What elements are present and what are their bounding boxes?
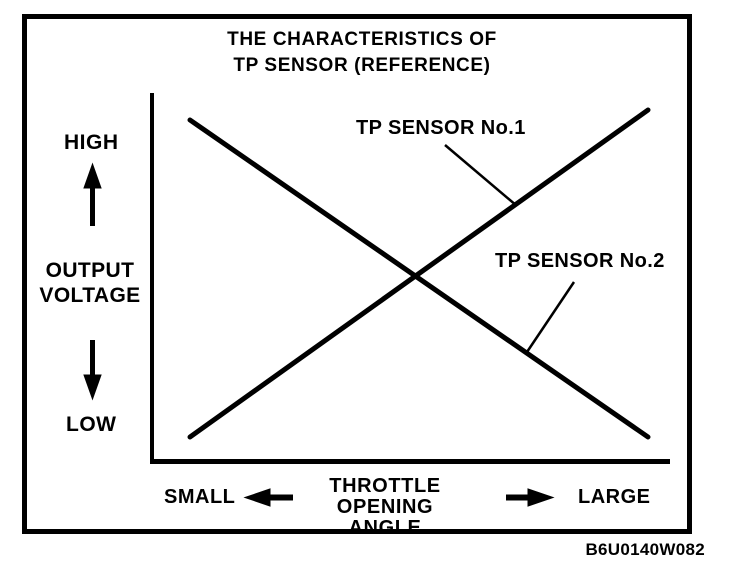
x-axis-small-label: SMALL xyxy=(164,486,236,508)
figure-reference-code: B6U0140W082 xyxy=(585,540,705,559)
sensor1-series-label: TP SENSOR No.1 xyxy=(356,117,526,139)
y-axis-high-label: HIGH xyxy=(64,131,119,154)
y-axis-low-label: LOW xyxy=(66,413,117,436)
chart-title-line2: TP SENSOR (REFERENCE) xyxy=(233,55,491,76)
y-axis-title-line2: VOLTAGE xyxy=(39,284,141,307)
x-axis-large-label: LARGE xyxy=(578,486,651,508)
x-axis-title-line2: OPENING ANGLE xyxy=(336,496,434,539)
sensor1-leader-line xyxy=(444,144,518,207)
x-axis-title-line1: THROTTLE xyxy=(329,475,441,497)
left-arrow-icon xyxy=(243,488,293,507)
up-arrow-icon xyxy=(83,162,102,226)
y-axis-title-line1: OUTPUT xyxy=(45,259,135,282)
sensor2-line xyxy=(187,117,651,440)
down-arrow-icon xyxy=(83,340,102,401)
figure-border xyxy=(22,14,692,534)
right-arrow-icon xyxy=(506,488,555,507)
chart-title: THE CHARACTERISTICS OF TP SENSOR (REFERE… xyxy=(162,27,562,79)
sensor1-line xyxy=(187,107,651,440)
x-axis-title: THROTTLE OPENING ANGLE xyxy=(299,476,471,539)
sensor2-leader-line xyxy=(525,281,576,353)
sensor2-series-label: TP SENSOR No.2 xyxy=(495,250,665,272)
chart-title-line1: THE CHARACTERISTICS OF xyxy=(227,29,497,50)
y-axis-title: OUTPUT VOLTAGE xyxy=(22,258,158,308)
